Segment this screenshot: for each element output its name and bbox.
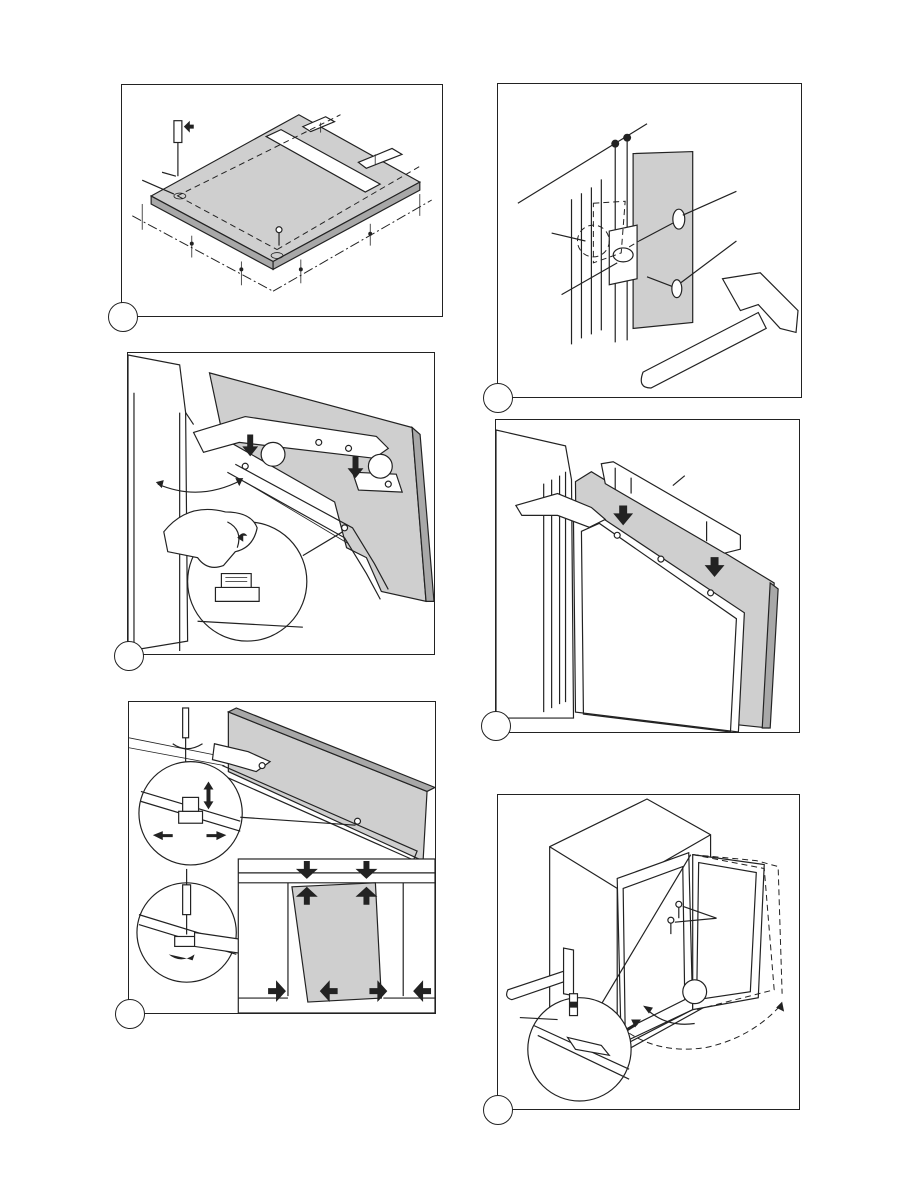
decor-door-fitting-illustration <box>496 420 799 732</box>
figure-panel-4 <box>497 83 802 398</box>
door-swing-illustration <box>498 795 799 1109</box>
step-badge-3 <box>115 999 145 1029</box>
hinge-adjust-illustration <box>128 353 434 654</box>
step-badge-6 <box>483 1095 513 1125</box>
figure-panel-3 <box>128 701 436 1014</box>
step-badge-4 <box>483 383 513 413</box>
step-badge-5 <box>481 711 511 741</box>
bracket-fixing-illustration <box>498 84 801 397</box>
worktop-template-illustration <box>122 85 442 316</box>
step-badge-1 <box>108 302 138 332</box>
figure-panel-5 <box>495 419 800 733</box>
figure-panel-6 <box>497 794 800 1110</box>
screwdriver-icon <box>174 121 194 177</box>
figure-panel-1 <box>121 84 443 317</box>
step-badge-2 <box>114 641 144 671</box>
hammer-icon <box>507 948 574 1000</box>
door-alignment-illustration <box>129 702 435 1013</box>
figure-panel-2 <box>127 352 435 655</box>
